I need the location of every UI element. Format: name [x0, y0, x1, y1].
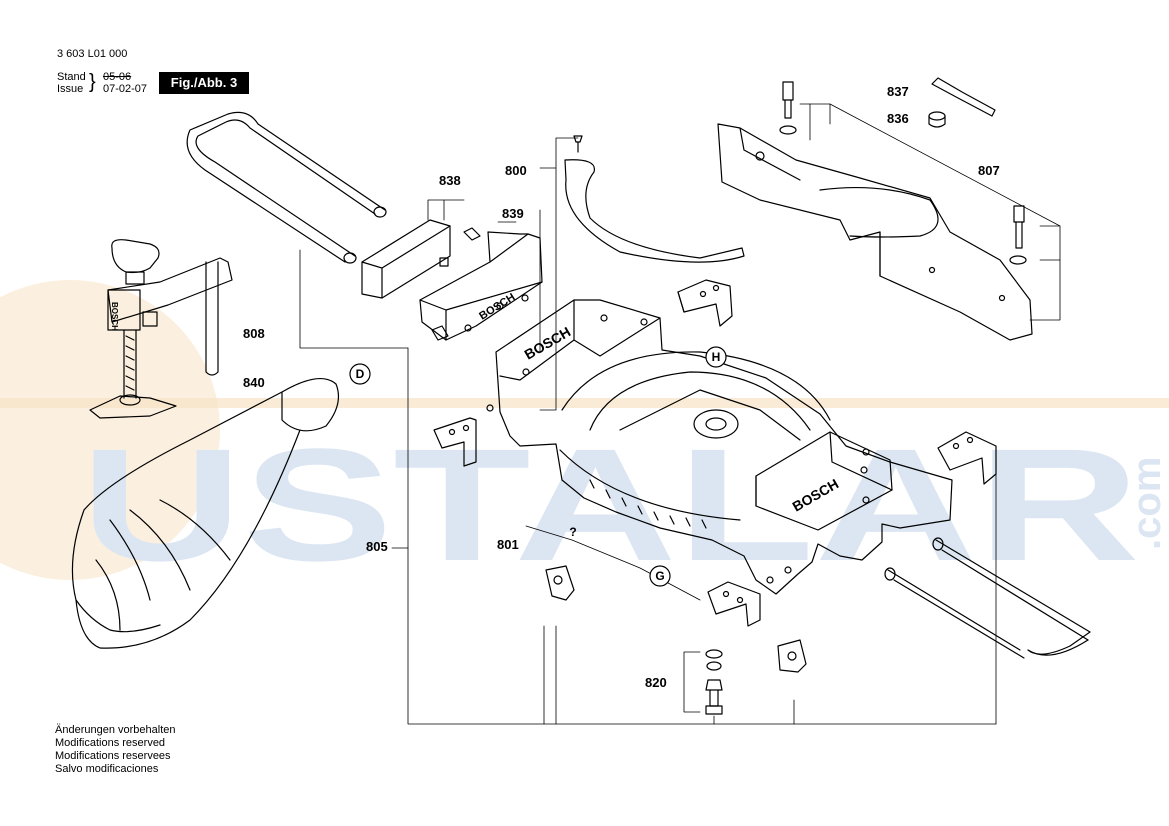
- callout-839: 839: [502, 206, 524, 221]
- washer-a: [779, 125, 797, 135]
- callout-800: 800: [505, 163, 527, 178]
- document-number: 3 603 L01 000: [57, 48, 128, 60]
- modification-notes: Änderungen vorbehalten Modifications res…: [55, 724, 175, 776]
- guard-strip-800: [564, 135, 745, 263]
- fence-bracket-839: [419, 227, 543, 341]
- screw-837-a: [782, 81, 794, 119]
- clamp-808: [89, 239, 233, 419]
- issue-date: 07-02-07: [103, 83, 148, 95]
- support-rod: [884, 537, 1091, 659]
- note-fr: Modifications reservees: [55, 750, 171, 762]
- note-de: Änderungen vorbehalten: [55, 724, 176, 736]
- callout-838: 838: [439, 173, 461, 188]
- watermark-text: USTALAR: [80, 415, 1140, 594]
- dust-bag-840: [71, 377, 339, 649]
- watermark-suffix: .com: [1125, 457, 1169, 550]
- pivot-pin-820: [705, 649, 723, 715]
- hinge-clip-right: [777, 639, 807, 673]
- callout-836: 836: [887, 111, 909, 126]
- small-bracket-left: [433, 417, 477, 467]
- reference-letters: D H G ?: [349, 346, 727, 587]
- watermark: USTALAR .com: [0, 280, 1169, 594]
- watermark-orange-circle: [0, 280, 220, 580]
- letter-h-circle: [705, 346, 727, 368]
- figure-label: Fig./Abb. 3: [159, 72, 249, 94]
- callout-801: 801: [497, 537, 519, 552]
- old-date: 05-06: [103, 71, 132, 83]
- callout-820: 820: [645, 675, 667, 690]
- watermark-orange-band: [0, 398, 1169, 408]
- brace: }: [89, 71, 96, 93]
- bushing-836: [928, 111, 946, 128]
- screw-b: [1013, 205, 1025, 249]
- callout-837: 837: [887, 84, 909, 99]
- handle-rod: [186, 111, 387, 264]
- letter-d: D: [356, 367, 365, 381]
- callout-807: 807: [978, 163, 1000, 178]
- fence-extension-838: [361, 219, 451, 299]
- letter-g: G: [655, 569, 664, 583]
- fence-807: [717, 123, 1033, 341]
- leader-lines: [299, 103, 1061, 725]
- brand-mark-clamp: BOSCH: [110, 302, 119, 331]
- letter-d-circle: [349, 363, 371, 385]
- small-bracket-bottom: [707, 581, 761, 627]
- letter-g-circle: [649, 565, 671, 587]
- small-bracket-right-top: [677, 279, 733, 327]
- washer-b: [1009, 255, 1027, 265]
- issue-label: Issue: [57, 83, 84, 95]
- letter-h: H: [712, 350, 721, 364]
- brand-mark-bracket: BOSCH: [477, 291, 517, 322]
- callout-808: 808: [243, 326, 265, 341]
- note-en: Modifications reserved: [55, 737, 166, 749]
- callout-805: 805: [366, 539, 388, 554]
- hex-key-837: [931, 77, 996, 117]
- hinge-clip-left: [545, 565, 575, 601]
- callouts: 837 836 807 838 839 800 808 840 805 801 …: [243, 84, 1000, 690]
- note-es: Salvo modificaciones: [55, 763, 159, 775]
- small-bracket-right: [937, 431, 997, 485]
- question-mark: ?: [569, 525, 576, 539]
- callout-840: 840: [243, 375, 265, 390]
- stand-label: Stand: [57, 71, 86, 83]
